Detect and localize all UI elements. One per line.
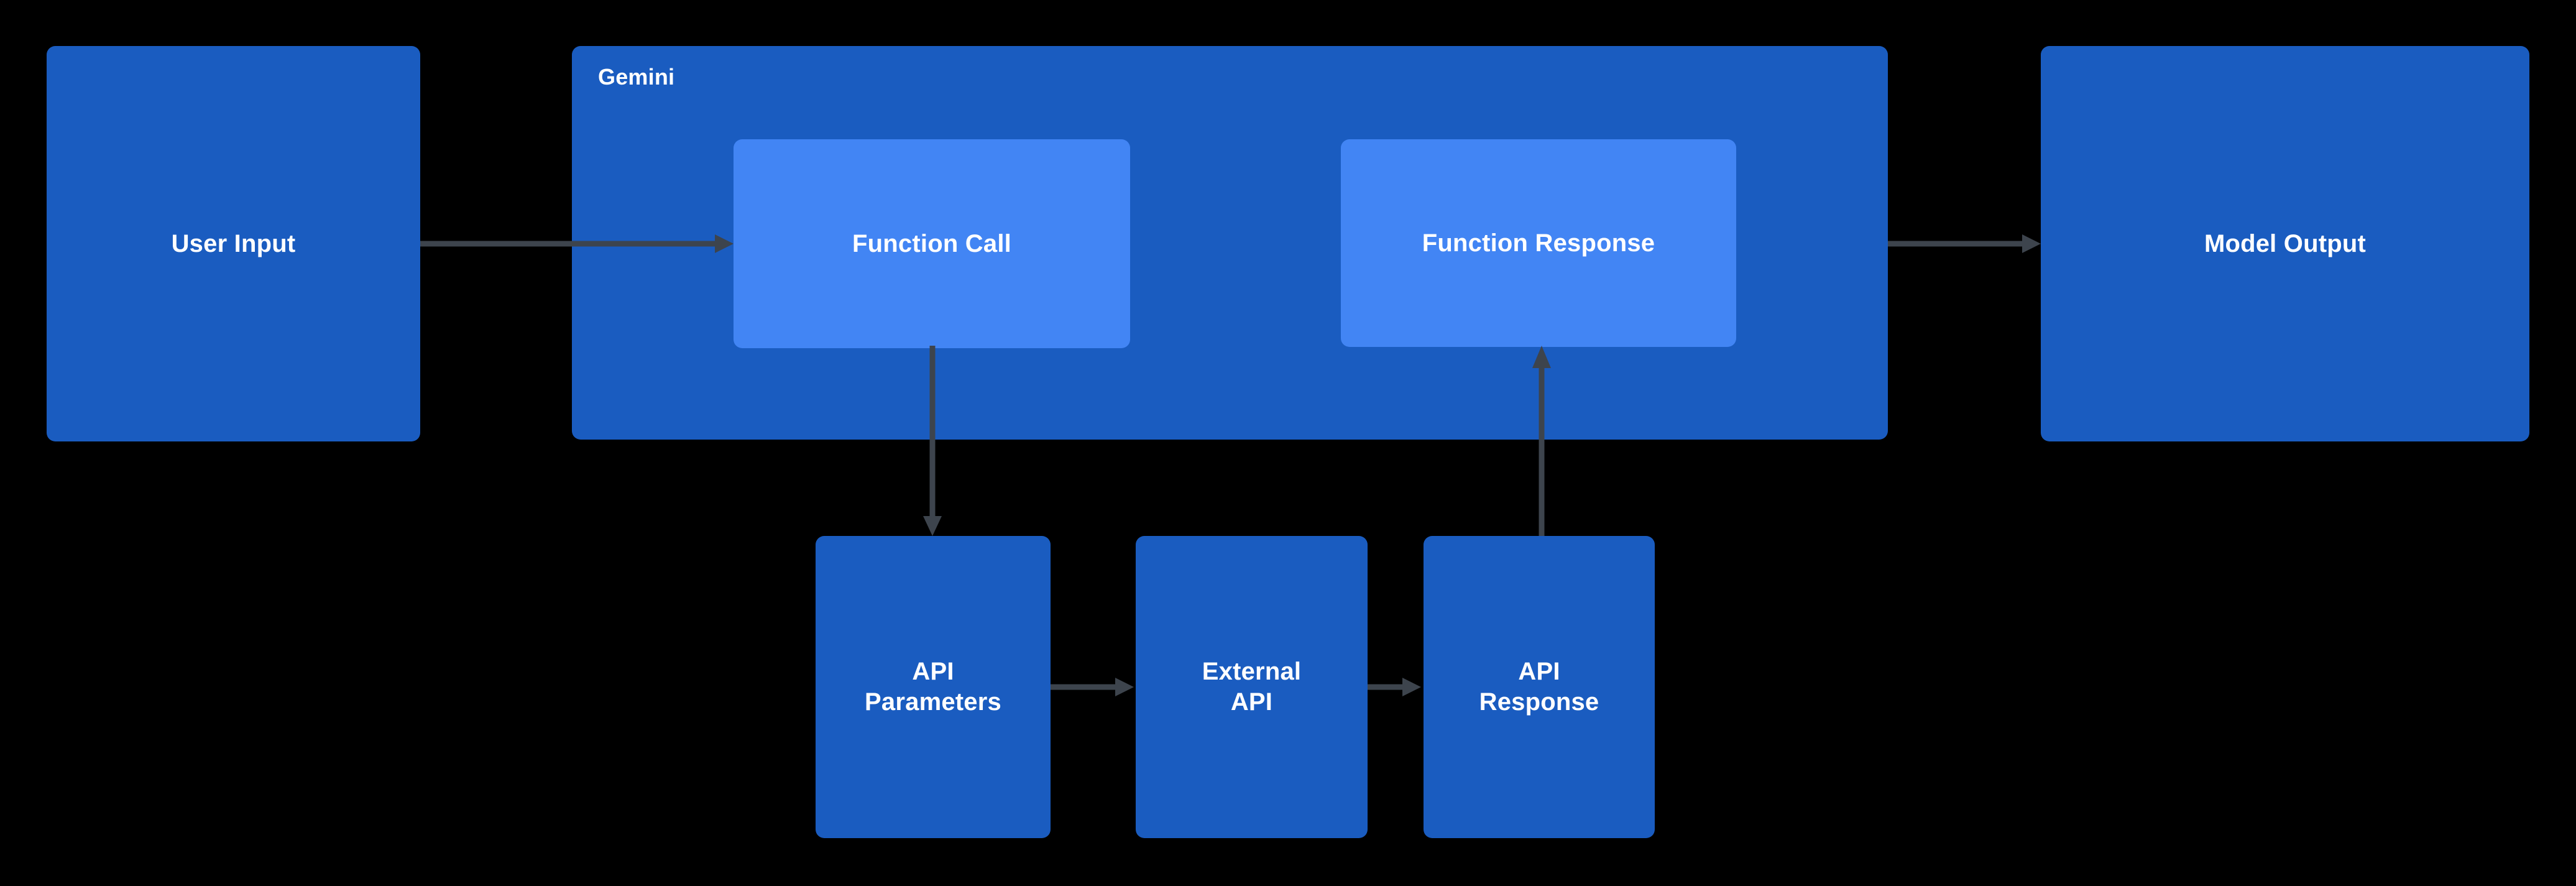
node-function-response-label: Function Response (1422, 229, 1655, 257)
node-model-output[interactable]: Model Output (2041, 46, 2529, 441)
node-model-output-label: Model Output (2204, 229, 2367, 257)
node-api-parameters[interactable]: API Parameters (816, 536, 1051, 838)
node-function-response[interactable]: Function Response (1341, 139, 1736, 347)
node-user-input[interactable]: User Input (47, 46, 420, 441)
node-api-parameters-label: API Parameters (865, 658, 1001, 716)
node-api-response-label: API Response (1479, 658, 1599, 716)
edge-user-input-to-function-call-arrow-icon (420, 231, 737, 256)
edge-function-call-to-api-parameters-arrow-icon (920, 346, 945, 540)
node-function-call[interactable]: Function Call (734, 139, 1130, 348)
node-api-response[interactable]: API Response (1424, 536, 1655, 838)
node-external-api[interactable]: External API (1136, 536, 1368, 838)
gemini-cluster-label: Gemini (598, 64, 675, 90)
node-external-api-label: External API (1202, 658, 1302, 716)
edge-api-response-to-function-response-arrow-icon (1529, 346, 1554, 540)
edge-external-api-to-api-response-arrow-icon (1368, 675, 1425, 699)
node-function-call-label: Function Call (852, 229, 1011, 257)
edge-function-response-to-model-output-arrow-icon (1888, 231, 2049, 256)
edge-api-parameters-to-external-api-arrow-icon (1051, 675, 1138, 699)
node-user-input-label: User Input (171, 229, 296, 257)
